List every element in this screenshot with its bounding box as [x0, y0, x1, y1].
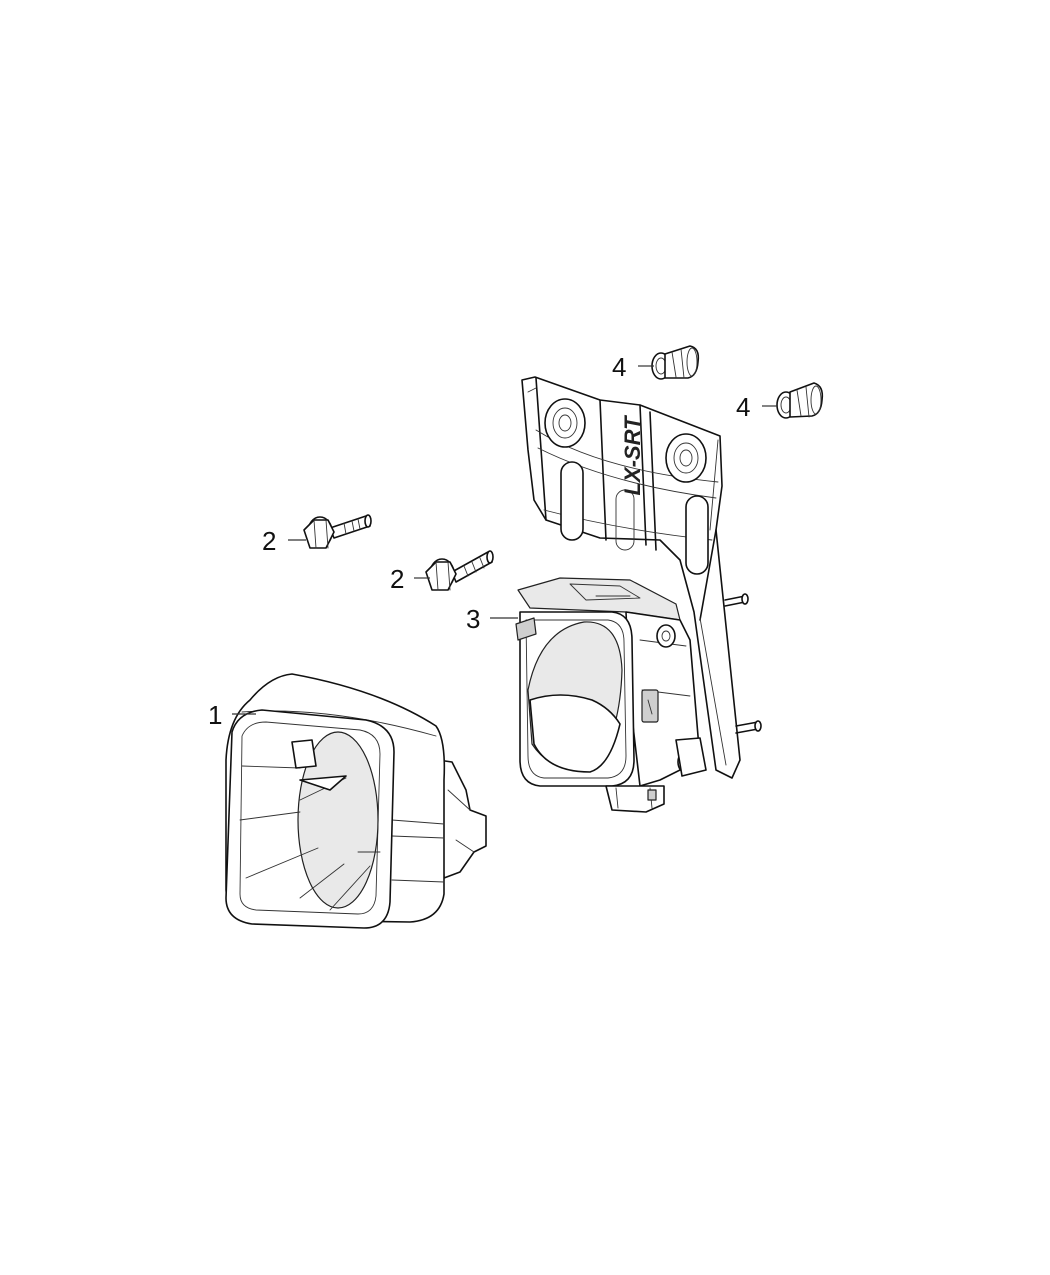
callout-2-lower: 2: [390, 564, 404, 594]
bracket-stamp-label: LX-SRT: [620, 415, 645, 496]
push-pin-right: [776, 382, 824, 419]
callout-2-upper: 2: [262, 526, 276, 556]
radar-sensor-module: [515, 577, 707, 813]
callout-1: 1: [208, 700, 222, 730]
callout-3: 3: [466, 604, 480, 634]
mounting-bracket: LX-SRT: [521, 376, 762, 779]
flange-bolt-lower: [425, 550, 494, 591]
callout-4-right: 4: [736, 392, 750, 422]
push-pin-top: [651, 345, 700, 380]
flange-bolt-upper: [303, 514, 372, 549]
callout-4-upper: 4: [612, 352, 626, 382]
sensor-bezel: [225, 673, 487, 929]
